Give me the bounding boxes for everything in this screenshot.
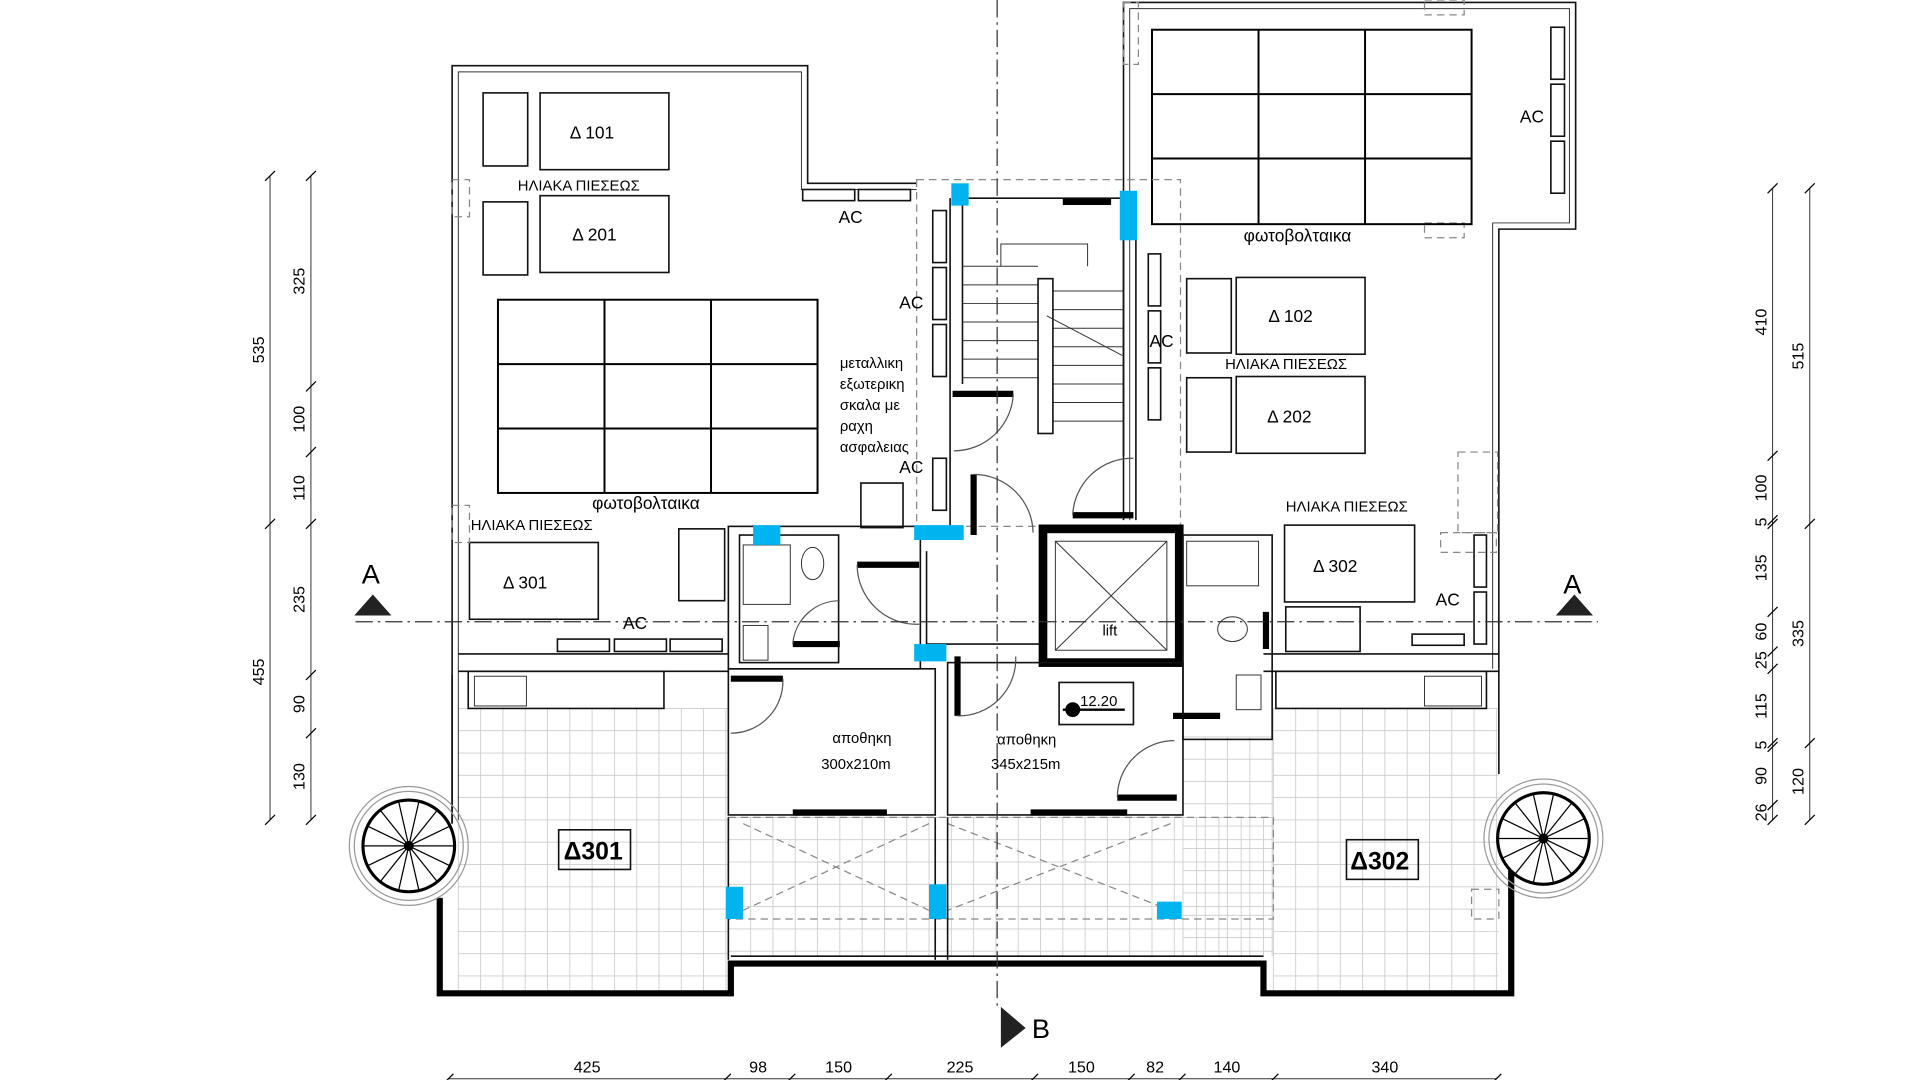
dimension-label: 235 xyxy=(291,586,309,613)
ac-label: AC xyxy=(1436,590,1460,610)
ac-label: AC xyxy=(839,207,863,227)
section-b-marker xyxy=(1000,1006,1026,1048)
stair-note: εξωτερικη xyxy=(840,377,905,393)
apartment-label: Δ302 xyxy=(1350,848,1409,875)
dimensions: 535 455 325 100 110 235 90 130 410 100 5 135 60 25 115… xyxy=(250,170,1816,1080)
unit-label: Δ 302 xyxy=(1313,556,1357,576)
ac-label: AC xyxy=(899,292,923,312)
dimension-label: 82 xyxy=(1146,1059,1164,1077)
pv-panels-right xyxy=(1151,28,1473,226)
dimension-label: 120 xyxy=(1790,768,1808,795)
dimension-label: 98 xyxy=(749,1059,767,1077)
dimension-label: 5 xyxy=(1752,740,1770,749)
ac-label: AC xyxy=(623,613,647,633)
unit-label: Δ 301 xyxy=(503,572,547,592)
pv-label: φωτοβολταικα xyxy=(1244,226,1352,246)
labels: Δ 101 Δ 201 Δ 301 Δ 102 Δ 202 Δ 302 ΗΛΙΑ… xyxy=(362,107,1583,1044)
dimension-label: 150 xyxy=(1068,1059,1095,1077)
lift-shaft xyxy=(1038,524,1184,667)
stair-note: ασφαλειας xyxy=(840,440,909,456)
dimension-label: 225 xyxy=(947,1059,974,1077)
dimension-label: 25 xyxy=(1752,651,1770,669)
section-a-label: A xyxy=(1563,568,1582,599)
dimension-label: 325 xyxy=(291,268,309,295)
storage-size: 345x215m xyxy=(991,757,1060,773)
pergola xyxy=(727,816,1275,960)
stair-core xyxy=(916,178,1182,536)
stair-note: μεταλλικη xyxy=(840,356,903,372)
section-a-right-marker xyxy=(1555,594,1593,616)
dimension-label: 60 xyxy=(1752,623,1770,641)
wc-left xyxy=(727,525,922,670)
ac-label: AC xyxy=(899,457,923,477)
ac-label: AC xyxy=(1520,107,1544,127)
pv-panels-left xyxy=(496,298,819,494)
dimension-label: 425 xyxy=(574,1059,601,1077)
dimension-label: 90 xyxy=(1752,767,1770,785)
unit-label: Δ 102 xyxy=(1268,306,1312,326)
columns xyxy=(725,183,1182,919)
dimension-label: 335 xyxy=(1790,620,1808,647)
solar-heater-label: ΗΛΙΑΚΑ ΠΙΕΣΕΩΣ xyxy=(518,179,640,195)
lift-label: lift xyxy=(1102,623,1118,639)
dimension-label: 455 xyxy=(250,658,268,685)
dimension-label: 515 xyxy=(1790,343,1808,370)
dimension-label: 535 xyxy=(250,336,268,363)
spiral-stair-left xyxy=(348,785,469,906)
unit-label: Δ 101 xyxy=(570,123,614,143)
apartment-label: Δ301 xyxy=(564,839,623,866)
left-block xyxy=(451,64,917,824)
solar-heater-label: ΗΛΙΑΚΑ ΠΙΕΣΕΩΣ xyxy=(1225,357,1347,373)
spiral-stair-right xyxy=(1483,778,1604,899)
section-b-label: B xyxy=(1032,1013,1050,1044)
solar-heater-label: ΗΛΙΑΚΑ ΠΙΕΣΕΩΣ xyxy=(1286,500,1408,516)
ac-label: AC xyxy=(1150,331,1174,351)
unit-label: Δ 202 xyxy=(1267,406,1311,426)
solar-heater-label: ΗΛΙΑΚΑ ΠΙΕΣΕΩΣ xyxy=(471,518,593,534)
pv-label: φωτοβολταικα xyxy=(592,493,700,513)
dimension-label: 110 xyxy=(291,475,309,501)
right-block xyxy=(1122,0,1577,920)
dimension-label: 115 xyxy=(1752,693,1770,719)
wc-right xyxy=(1173,534,1273,741)
dimension-label: 26 xyxy=(1752,803,1770,821)
dimension-label: 340 xyxy=(1371,1059,1398,1077)
level-marker: 12.20 xyxy=(1080,694,1117,710)
dimension-label: 135 xyxy=(1752,554,1770,581)
unit-label: Δ 201 xyxy=(572,224,616,244)
dimension-label: 100 xyxy=(291,406,309,433)
stair-note: σκαλα με xyxy=(840,398,900,414)
dimension-label: 90 xyxy=(291,695,309,713)
dimension-label: 410 xyxy=(1752,309,1770,336)
stair-note: ραχη xyxy=(840,419,873,435)
dimension-label: 130 xyxy=(291,763,309,790)
dimension-label: 5 xyxy=(1752,518,1770,527)
storage-label: αποθηκη xyxy=(832,731,891,747)
storage-size: 300x210m xyxy=(821,757,890,773)
section-a-label: A xyxy=(362,558,381,589)
section-a-left-marker xyxy=(354,594,392,616)
dimension-label: 100 xyxy=(1752,475,1770,502)
terrace-walls xyxy=(436,668,1515,997)
dimension-label: 140 xyxy=(1214,1059,1241,1077)
dimension-label: 150 xyxy=(825,1059,852,1077)
storage-label: αποθηκη xyxy=(997,732,1056,748)
storage-rooms xyxy=(727,551,1184,816)
